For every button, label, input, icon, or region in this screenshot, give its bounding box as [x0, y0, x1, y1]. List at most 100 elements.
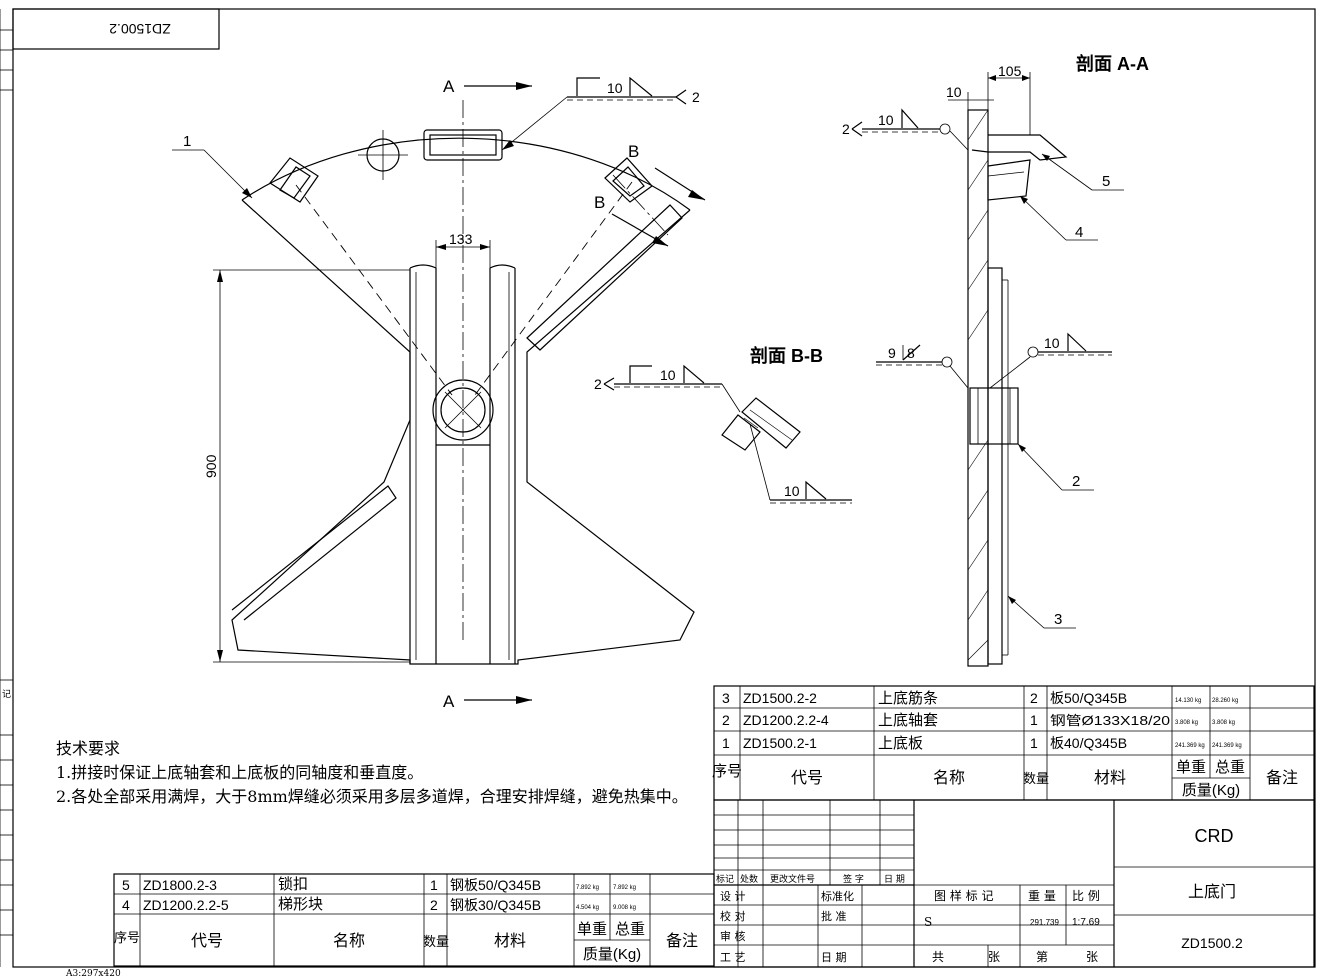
- bom-left-h-seq: 序号: [114, 930, 140, 945]
- bom-right-r1-name: 上底筋条: [878, 690, 938, 707]
- margin-label: 记: [2, 689, 11, 700]
- std-label: 标准化: [821, 889, 854, 903]
- bom-right-r3-code: ZD1500.2-1: [743, 735, 817, 751]
- bom-left-h-qty: 数量: [423, 934, 449, 949]
- bom-left-r2-name: 梯形块: [278, 896, 323, 913]
- bom-right-h-code: 代号: [791, 769, 823, 787]
- cut-label-b-1: B: [628, 142, 639, 161]
- tech-requirement-1: 1.拼接时保证上底轴套和上底板的同轴度和垂直度。: [56, 763, 424, 782]
- sheet-size-label: A3:297x420: [65, 969, 121, 979]
- bom-right-r2-qty: 1: [1030, 712, 1038, 728]
- bom-table-left: 5 ZD1800.2-3 锁扣 1 钢板50/Q345B 7.892 kg 7.…: [113, 873, 715, 967]
- approve-label: 批 准: [821, 909, 847, 923]
- bom-right-r1-mat: 板50/Q345B: [1050, 690, 1127, 706]
- section-aa-title: 剖面 A-A: [1076, 53, 1149, 74]
- weld-size-9: 9: [888, 345, 896, 361]
- bom-right-r1-total: 28.260 kg: [1212, 698, 1238, 704]
- weld-ref-top: 2: [692, 89, 700, 105]
- weld-ref-bb: 2: [594, 376, 602, 392]
- scale-value: 1:7.69: [1072, 917, 1100, 928]
- drawing-border: [12, 8, 1316, 968]
- bom-right-r2-total: 3.808 kg: [1212, 720, 1235, 726]
- balloon-5: 5: [1102, 173, 1110, 190]
- weight-label: 重 量: [1028, 889, 1056, 903]
- bom-left-r2-code: ZD1200.2.2-5: [143, 897, 229, 913]
- bom-right-h-seq: 序号: [712, 763, 742, 780]
- bom-left-h-total: 总重: [615, 921, 645, 938]
- balloon-4: 4: [1075, 224, 1083, 241]
- section-aa-hatching: [967, 109, 989, 661]
- dim-900: 900: [203, 454, 219, 478]
- bom-left-h-unit: 单重: [577, 921, 607, 938]
- bom-left-r2-mat: 钢板30/Q345B: [450, 897, 541, 913]
- weld-size-bb-bottom: 10: [784, 483, 800, 499]
- rev-h-file: 更改文件号: [770, 873, 815, 885]
- cut-label-a-top: A: [443, 77, 455, 96]
- tech-requirements: 技术要求 1.拼接时保证上底轴套和上底板的同轴度和垂直度。 2.各处全部采用满焊…: [56, 737, 688, 809]
- bom-right-h-remark: 备注: [1266, 769, 1298, 787]
- role-check: 校 对: [720, 909, 746, 923]
- left-margin-ticks: [0, 29, 13, 936]
- part-name: 上底门: [1188, 883, 1236, 901]
- rev-h-count: 处数: [740, 873, 758, 885]
- bom-left-r1-code: ZD1800.2-3: [143, 877, 217, 893]
- bom-left-h-code: 代号: [191, 932, 223, 950]
- role-review: 审 核: [720, 929, 746, 943]
- section-bb-title: 剖面 B-B: [750, 345, 823, 366]
- bom-left-r1-qty: 1: [430, 877, 438, 893]
- scale-label: 比 例: [1072, 889, 1100, 903]
- dim-133: 133: [449, 231, 473, 247]
- bom-left-r2-unit: 4.504 kg: [576, 905, 599, 911]
- bom-right-r2-code: ZD1200.2.2-4: [743, 712, 829, 728]
- weld-size-aa-top: 10: [878, 112, 894, 128]
- dim-10: 10: [946, 84, 962, 100]
- bom-right-r3-name: 上底板: [878, 734, 923, 752]
- bom-left-r1-mat: 钢板50/Q345B: [450, 877, 541, 893]
- dim-105: 105: [998, 63, 1022, 79]
- cut-label-a-bottom: A: [443, 692, 455, 711]
- rotated-drawing-code: ZD1500.2: [109, 21, 171, 37]
- bom-right-r3-qty: 1: [1030, 735, 1038, 751]
- bom-right-h-total: 总重: [1215, 759, 1245, 776]
- total-sheets-label: 共: [932, 950, 944, 964]
- bom-right-h-name: 名称: [933, 769, 965, 787]
- bom-right-r2-name: 上底轴套: [878, 712, 938, 729]
- weld-size-aa-mid: 10: [1044, 335, 1060, 351]
- bom-left-h-name: 名称: [333, 932, 365, 950]
- balloon-1: 1: [183, 133, 191, 150]
- cut-label-b-2: B: [594, 193, 605, 212]
- bom-right-r1-unit: 14.130 kg: [1175, 698, 1201, 704]
- bom-right-r2-mat: 钢管Ø133X18/20: [1050, 713, 1170, 728]
- sheet-unit-1: 张: [988, 950, 1000, 964]
- bom-right-r2-unit: 3.808 kg: [1175, 720, 1198, 726]
- rev-h-sign: 签 字: [843, 873, 864, 885]
- bom-right-r1-code: ZD1500.2-2: [743, 690, 817, 706]
- weld-size-bb-top: 10: [660, 367, 676, 383]
- balloon-3: 3: [1054, 611, 1062, 628]
- company-name: CRD: [1195, 826, 1234, 846]
- tech-requirements-title: 技术要求: [56, 739, 121, 758]
- section-aa: 剖面 A-A: [842, 53, 1149, 667]
- date-label: 日 期: [821, 951, 847, 964]
- bom-left-r2-seq: 4: [122, 897, 130, 913]
- weight-value: 291.739: [1030, 918, 1059, 927]
- bom-left-h-mat: 材料: [494, 932, 526, 950]
- sheet-unit-2: 张: [1086, 950, 1098, 964]
- rotated-code-box: [12, 8, 220, 50]
- bom-right-h-mat: 材料: [1094, 769, 1126, 787]
- bom-right-h-qty: 数量: [1023, 771, 1049, 786]
- title-block: 标记 处数 更改文件号 签 字 日 期 设 计 校 对 审 核 工 艺 标准化 …: [713, 799, 1315, 968]
- role-design: 设 计: [720, 890, 746, 903]
- section-bb: 剖面 B-B 2 10 10: [594, 345, 852, 504]
- bom-right-r2-seq: 2: [722, 712, 730, 728]
- bom-right-r3-seq: 1: [722, 735, 730, 751]
- bom-right-r1-qty: 2: [1030, 690, 1038, 706]
- bom-right-h-mass: 质量(Kg): [1182, 782, 1240, 799]
- bom-left-r2-qty: 2: [430, 897, 438, 913]
- bom-right-r3-mat: 板40/Q345B: [1050, 735, 1127, 751]
- bom-left-r1-unit: 7.892 kg: [576, 885, 599, 891]
- bom-left-h-remark: 备注: [666, 932, 698, 950]
- weld-ref-aa: 2: [842, 121, 850, 137]
- rev-h-mark: 标记: [716, 873, 734, 885]
